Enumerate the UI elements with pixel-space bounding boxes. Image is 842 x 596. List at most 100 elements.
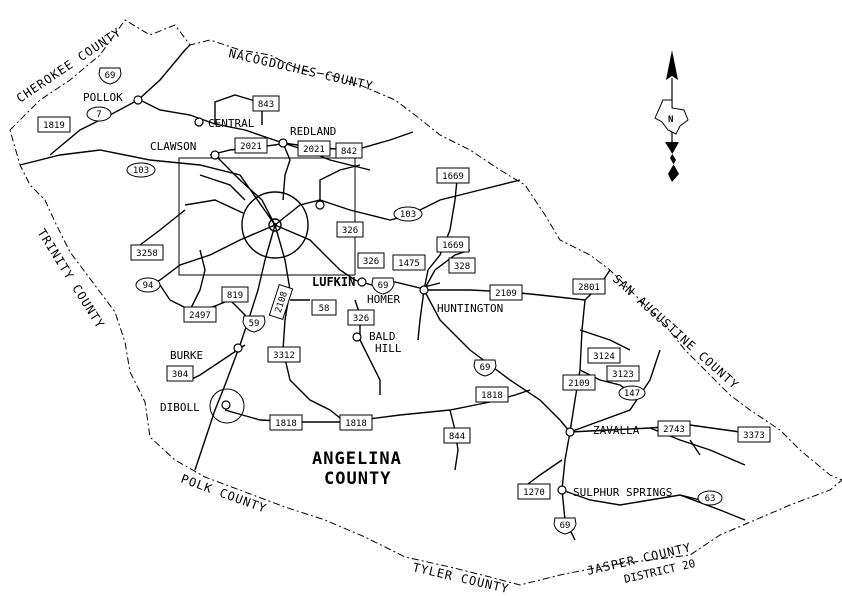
town-label-sulphur-springs: SULPHUR SPRINGS — [573, 486, 672, 499]
svg-text:63: 63 — [705, 494, 716, 504]
svg-text:103: 103 — [133, 166, 149, 176]
svg-text:3124: 3124 — [593, 352, 615, 362]
svg-text:3123: 3123 — [612, 370, 634, 380]
route-shield-1818-west: 1818 — [269, 414, 303, 431]
town-marker-clawson — [210, 150, 220, 160]
town-label-clawson: CLAWSON — [150, 140, 196, 153]
svg-text:94: 94 — [143, 281, 154, 291]
svg-text:1669: 1669 — [442, 241, 464, 251]
route-shield-326-c: 326 — [347, 309, 375, 326]
svg-text:103: 103 — [400, 210, 416, 220]
lufkin-center-marker — [268, 218, 282, 232]
route-shield-us69-north: 69 — [98, 67, 122, 85]
route-shield-94: 94 — [135, 277, 161, 293]
route-shield-2497: 2497 — [183, 306, 217, 323]
route-shield-103-east: 103 — [393, 206, 423, 222]
town-label-zavalla: ZAVALLA — [593, 424, 640, 437]
svg-text:304: 304 — [172, 370, 188, 380]
town-marker-central — [194, 117, 204, 127]
route-shield-326-b: 326 — [357, 252, 385, 269]
route-shield-842: 842 — [335, 142, 363, 159]
town-label-lufkin: LUFKIN — [312, 275, 355, 289]
town-label-bald: BALD — [369, 330, 396, 343]
route-shield-1669-south: 1669 — [436, 236, 470, 253]
town-label-huntington: HUNTINGTON — [437, 302, 503, 315]
svg-text:844: 844 — [449, 432, 465, 442]
svg-text:7: 7 — [96, 110, 101, 120]
town-label-redland: REDLAND — [290, 125, 336, 138]
svg-text:328: 328 — [454, 262, 470, 272]
town-marker-homer — [357, 277, 367, 287]
label-nacogdoches-county: NACOGDOCHES COUNTY — [227, 46, 374, 93]
route-shield-1475: 1475 — [392, 254, 426, 271]
route-shield-2801: 2801 — [572, 278, 606, 295]
route-shield-us69-mid: 69 — [473, 359, 497, 377]
town-marker-east-lufkin — [315, 200, 325, 210]
svg-text:3312: 3312 — [273, 351, 295, 361]
route-shield-58: 58 — [311, 299, 337, 316]
route-shield-us69-lufkin: 69 — [371, 277, 395, 295]
route-shield-1818-mid: 1818 — [475, 386, 509, 403]
route-shield-1818-east: 1818 — [339, 414, 373, 431]
svg-text:1818: 1818 — [275, 419, 297, 429]
route-shield-819: 819 — [221, 286, 249, 303]
route-shield-3312: 3312 — [267, 346, 301, 363]
svg-text:2497: 2497 — [189, 311, 211, 321]
town-markers — [133, 95, 575, 495]
town-marker-redland — [278, 138, 288, 148]
town-marker-bald-hill — [352, 332, 362, 342]
town-label-pollok: POLLOK — [83, 91, 123, 104]
county-name-line2: COUNTY — [324, 469, 391, 489]
svg-text:69: 69 — [105, 71, 116, 81]
svg-text:2109: 2109 — [568, 379, 590, 389]
texas-outline-icon — [654, 99, 689, 135]
route-shield-328: 328 — [448, 257, 476, 274]
route-shield-2109-north: 2109 — [489, 284, 523, 301]
svg-text:59: 59 — [249, 319, 260, 329]
route-shield-2109-south: 2109 — [562, 374, 596, 391]
svg-text:842: 842 — [341, 147, 357, 157]
route-shield-2108: 2108 — [268, 283, 294, 321]
svg-text:3258: 3258 — [136, 249, 158, 259]
town-label-homer: HOMER — [367, 293, 400, 306]
route-shield-3373: 3373 — [737, 426, 771, 443]
route-shield-2021-a: 2021 — [234, 137, 268, 154]
label-polk-county: POLK COUNTY — [179, 472, 269, 516]
town-marker-burke — [233, 343, 243, 353]
route-shield-103-west: 103 — [126, 162, 156, 178]
svg-text:58: 58 — [319, 304, 330, 314]
label-tyler-county: TYLER COUNTY — [411, 560, 510, 596]
svg-text:69: 69 — [480, 363, 491, 373]
route-shield-304: 304 — [166, 365, 194, 382]
svg-text:2801: 2801 — [578, 283, 600, 293]
town-marker-pollok — [133, 95, 143, 105]
route-shield-2021-b: 2021 — [297, 140, 331, 157]
svg-text:1475: 1475 — [398, 259, 420, 269]
svg-text:69: 69 — [560, 521, 571, 531]
route-shields: 1819 843 2021 2021 842 1669 3258 326 326… — [37, 67, 771, 535]
town-label-central: CENTRAL — [208, 117, 255, 130]
svg-text:1819: 1819 — [43, 121, 65, 131]
svg-text:2109: 2109 — [495, 289, 517, 299]
north-arrow: N — [654, 50, 689, 182]
svg-text:1270: 1270 — [523, 488, 545, 498]
route-shield-147: 147 — [618, 385, 646, 401]
svg-text:3373: 3373 — [743, 431, 765, 441]
route-shield-7: 7 — [86, 106, 112, 122]
svg-text:843: 843 — [258, 100, 274, 110]
route-shield-3258: 3258 — [130, 244, 164, 261]
route-shield-2743: 2743 — [657, 420, 691, 437]
svg-text:69: 69 — [378, 281, 389, 291]
route-shield-1819: 1819 — [37, 116, 71, 133]
county-boundary — [9, 19, 842, 586]
lufkin-city-area — [178, 157, 356, 276]
svg-text:2743: 2743 — [663, 425, 685, 435]
svg-text:2021: 2021 — [240, 142, 262, 152]
county-name-line1: ANGELINA — [312, 449, 402, 469]
town-label-diboll: DIBOLL — [160, 401, 200, 414]
north-arrow-tail-icon — [665, 142, 679, 182]
route-shield-us59: 59 — [242, 315, 266, 333]
town-marker-sulphur-springs — [557, 485, 567, 495]
north-label: N — [668, 115, 673, 125]
